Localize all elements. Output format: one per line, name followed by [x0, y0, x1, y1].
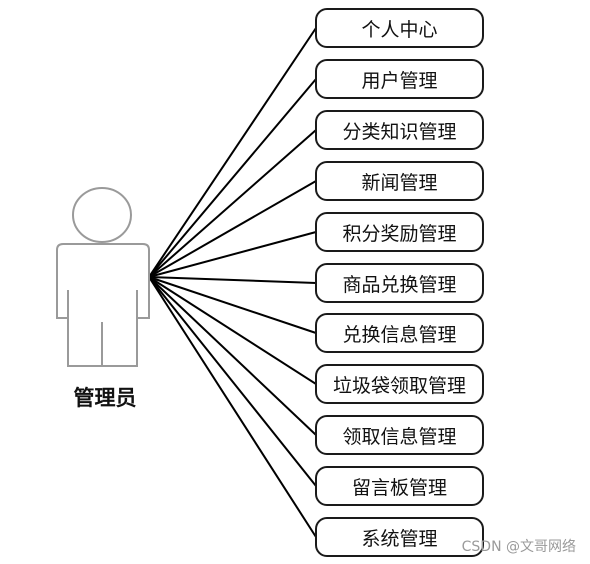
connector-line: [148, 78, 317, 278]
use-case-box: 领取信息管理: [315, 415, 484, 455]
connector-line: [148, 276, 317, 487]
use-case-box: 分类知识管理: [315, 110, 484, 150]
person-icon: [56, 187, 150, 367]
watermark: CSDN @文哥网络: [461, 539, 576, 555]
connector-line: [148, 180, 317, 278]
connector-line: [148, 276, 317, 538]
use-case-box: 积分奖励管理: [315, 212, 484, 252]
connector-line: [148, 27, 317, 278]
use-case-box: 留言板管理: [315, 466, 484, 506]
connector-line: [148, 276, 317, 436]
connector-line: [148, 129, 317, 278]
connector-line: [148, 231, 317, 278]
use-case-box: 兑换信息管理: [315, 313, 484, 353]
actor-label: 管理员: [73, 386, 137, 410]
connector-lines: [148, 27, 317, 538]
use-case-box: 商品兑换管理: [315, 263, 484, 303]
use-case-box: 系统管理: [315, 517, 484, 557]
use-case-box: 用户管理: [315, 59, 484, 99]
connector-line: [148, 276, 317, 334]
use-case-box: 新闻管理: [315, 161, 484, 201]
connector-line: [148, 276, 317, 385]
use-case-box: 个人中心: [315, 8, 484, 48]
use-case-box: 垃圾袋领取管理: [315, 364, 484, 404]
connector-line: [148, 276, 317, 284]
